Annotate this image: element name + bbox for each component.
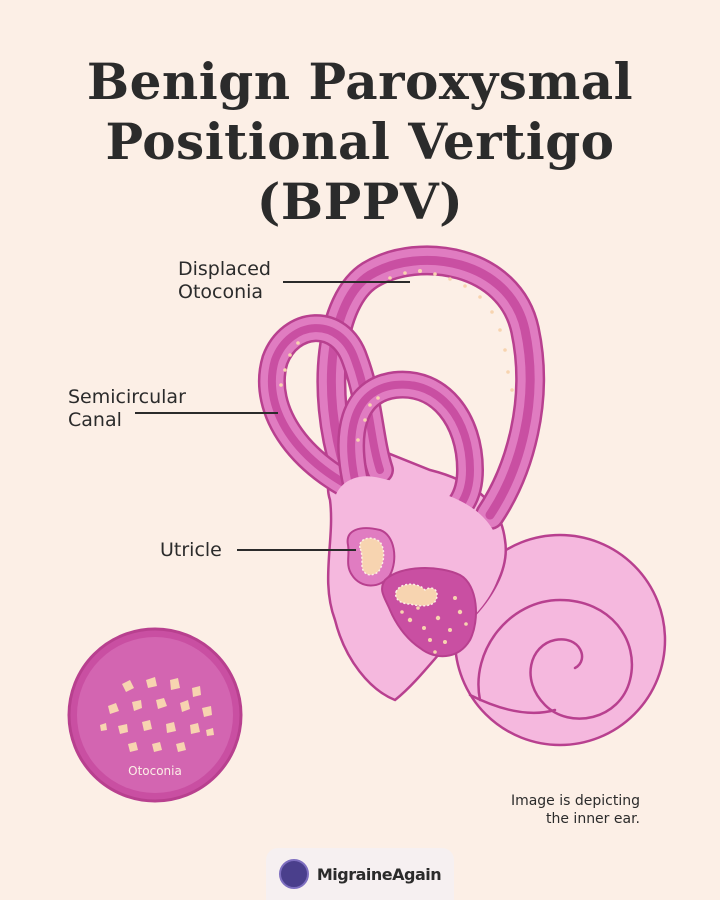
brand-logo[interactable]: MigraineAgain (266, 848, 454, 900)
title-line-2: Positional Vertigo (105, 112, 615, 171)
label-semicircular-canal: Semicircular Canal (68, 386, 186, 432)
caption: Image is depicting the inner ear. (511, 792, 640, 828)
inset-label: Otoconia (128, 764, 182, 778)
cochlea (453, 533, 667, 747)
title-line-1: Benign Paroxysmal (86, 52, 634, 111)
saccule-crystals (400, 596, 468, 654)
superior-canal (316, 245, 546, 530)
label-displaced-otoconia-line-1: Displaced (178, 258, 271, 280)
caption-line-2: the inner ear. (546, 811, 640, 827)
saccule (381, 567, 477, 658)
caption-line-1: Image is depicting (510, 793, 640, 809)
label-semicircular-canal-line-2: Canal (68, 409, 122, 431)
label-utricle: Utricle (160, 539, 222, 562)
otoconia-inset (67, 627, 243, 803)
label-displaced-otoconia: Displaced Otoconia (178, 258, 271, 304)
label-utricle-text: Utricle (160, 539, 222, 561)
horizontal-canal (337, 370, 485, 534)
title-line-3: (BPPV) (256, 172, 464, 231)
leader-lines (135, 281, 410, 551)
brand-logo-text: MigraineAgain (316, 864, 442, 884)
canal-crystals (279, 269, 514, 442)
label-displaced-otoconia-line-2: Otoconia (178, 281, 264, 303)
label-semicircular-canal-line-1: Semicircular (68, 386, 186, 408)
migraine-again-logo-icon (278, 859, 309, 889)
page-title: Benign Paroxysmal Positional Vertigo (BP… (0, 52, 720, 232)
